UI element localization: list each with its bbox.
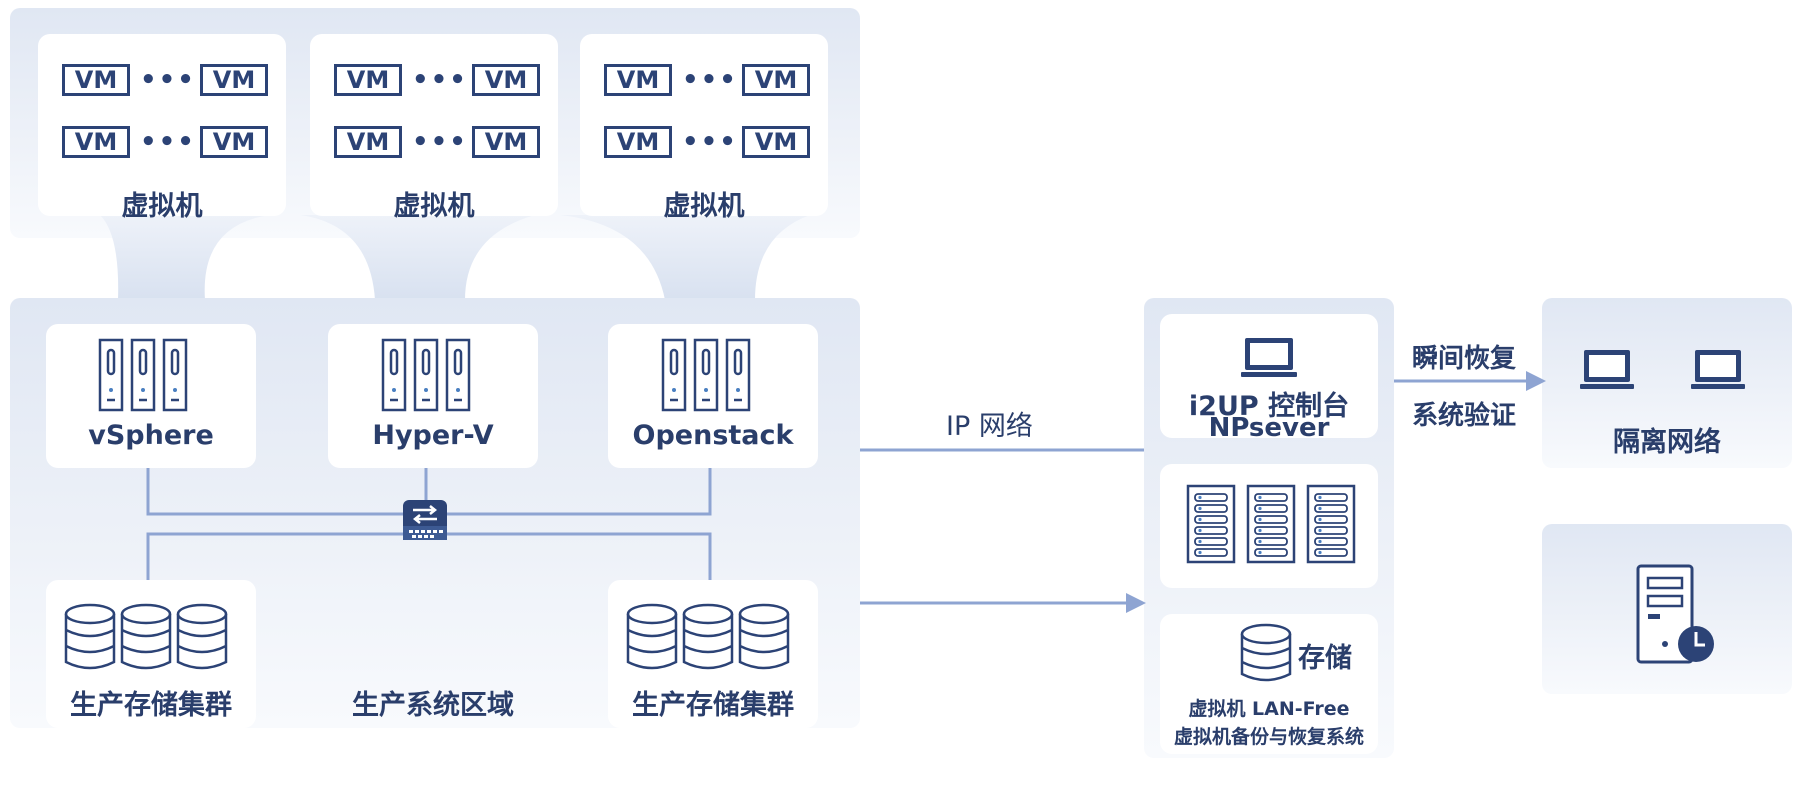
database-icon xyxy=(738,603,790,670)
laptop-icon-left xyxy=(1580,350,1634,389)
production-zone-label: 生产系统区域 xyxy=(352,690,514,721)
rack-server-icons xyxy=(1186,484,1356,564)
server-tower-icon xyxy=(661,338,687,412)
database-icon xyxy=(64,603,116,670)
server-tower-icon xyxy=(413,338,439,412)
server-tower-icon xyxy=(98,338,124,412)
rack-server-icon xyxy=(1246,484,1296,564)
server-tower-icon xyxy=(693,338,719,412)
ip-network-label: IP 网络 xyxy=(946,411,1033,442)
vm-box[interactable]: VM xyxy=(334,126,402,158)
vm-box[interactable]: VM xyxy=(62,126,130,158)
database-icons xyxy=(64,603,790,670)
storage-cluster-label-left: 生产存储集群 xyxy=(70,690,232,721)
server-tower-icon xyxy=(130,338,156,412)
server-tower-icon xyxy=(162,338,188,412)
storage-lan-free-label: 虚拟机 LAN-Free xyxy=(1188,698,1350,720)
vm-box[interactable]: VM xyxy=(334,64,402,96)
database-icon xyxy=(626,603,678,670)
storage-cluster-label-right: 生产存储集群 xyxy=(632,690,794,721)
server-tower-icon xyxy=(381,338,407,412)
server-tower-icon xyxy=(725,338,751,412)
hypervisor-label-hyperv: Hyper-V xyxy=(372,420,494,451)
laptop-icon xyxy=(1241,338,1297,377)
ellipsis-dots: ••• xyxy=(412,127,468,157)
ellipsis-dots: ••• xyxy=(682,127,738,157)
vm-box[interactable]: VM xyxy=(742,126,810,158)
server-icons xyxy=(98,338,751,412)
database-icon xyxy=(176,603,228,670)
vm-box[interactable]: VM xyxy=(472,126,540,158)
vm-box[interactable]: VM xyxy=(472,64,540,96)
storage-backup-label: 虚拟机备份与恢复系统 xyxy=(1173,726,1364,748)
database-icon xyxy=(120,603,172,670)
arrow-head-recovery xyxy=(1526,371,1546,391)
ellipsis-dots: ••• xyxy=(140,127,196,157)
storage-title-label: 存储 xyxy=(1298,643,1352,674)
database-icon xyxy=(682,603,734,670)
storage-db-icon xyxy=(1240,623,1292,682)
hypervisor-label-openstack: Openstack xyxy=(632,420,794,451)
vm-group-title: 虚拟机 xyxy=(663,191,745,222)
ellipsis-dots: ••• xyxy=(682,65,738,95)
instant-recovery-label: 瞬间恢复 xyxy=(1411,344,1516,374)
switch-icon xyxy=(403,500,447,540)
backup-server-clock-icon xyxy=(1636,564,1714,664)
vm-group-title: 虚拟机 xyxy=(121,191,203,222)
system-verify-label: 系统验证 xyxy=(1411,401,1516,431)
ellipsis-dots: ••• xyxy=(412,65,468,95)
vm-box[interactable]: VM xyxy=(604,64,672,96)
vm-box[interactable]: VM xyxy=(200,64,268,96)
vm-box[interactable]: VM xyxy=(200,126,268,158)
arrow-head-storage xyxy=(1126,593,1146,613)
vm-box[interactable]: VM xyxy=(742,64,810,96)
i2up-console-label: i2UP 控制台 xyxy=(1188,391,1350,422)
npserver-label: NPsever xyxy=(1208,413,1330,443)
rack-server-icon xyxy=(1186,484,1236,564)
ellipsis-dots: ••• xyxy=(140,65,196,95)
isolated-network-panel xyxy=(1542,298,1792,468)
connection-lines xyxy=(860,379,1530,605)
isolated-network-label: 隔离网络 xyxy=(1613,427,1721,458)
laptop-icon-right xyxy=(1691,350,1745,389)
vm-box[interactable]: VM xyxy=(604,126,672,158)
vm-box[interactable]: VM xyxy=(62,64,130,96)
rack-server-icon xyxy=(1306,484,1356,564)
vm-group-title: 虚拟机 xyxy=(393,191,475,222)
server-tower-icon xyxy=(445,338,471,412)
hypervisor-label-vsphere: vSphere xyxy=(88,420,214,451)
